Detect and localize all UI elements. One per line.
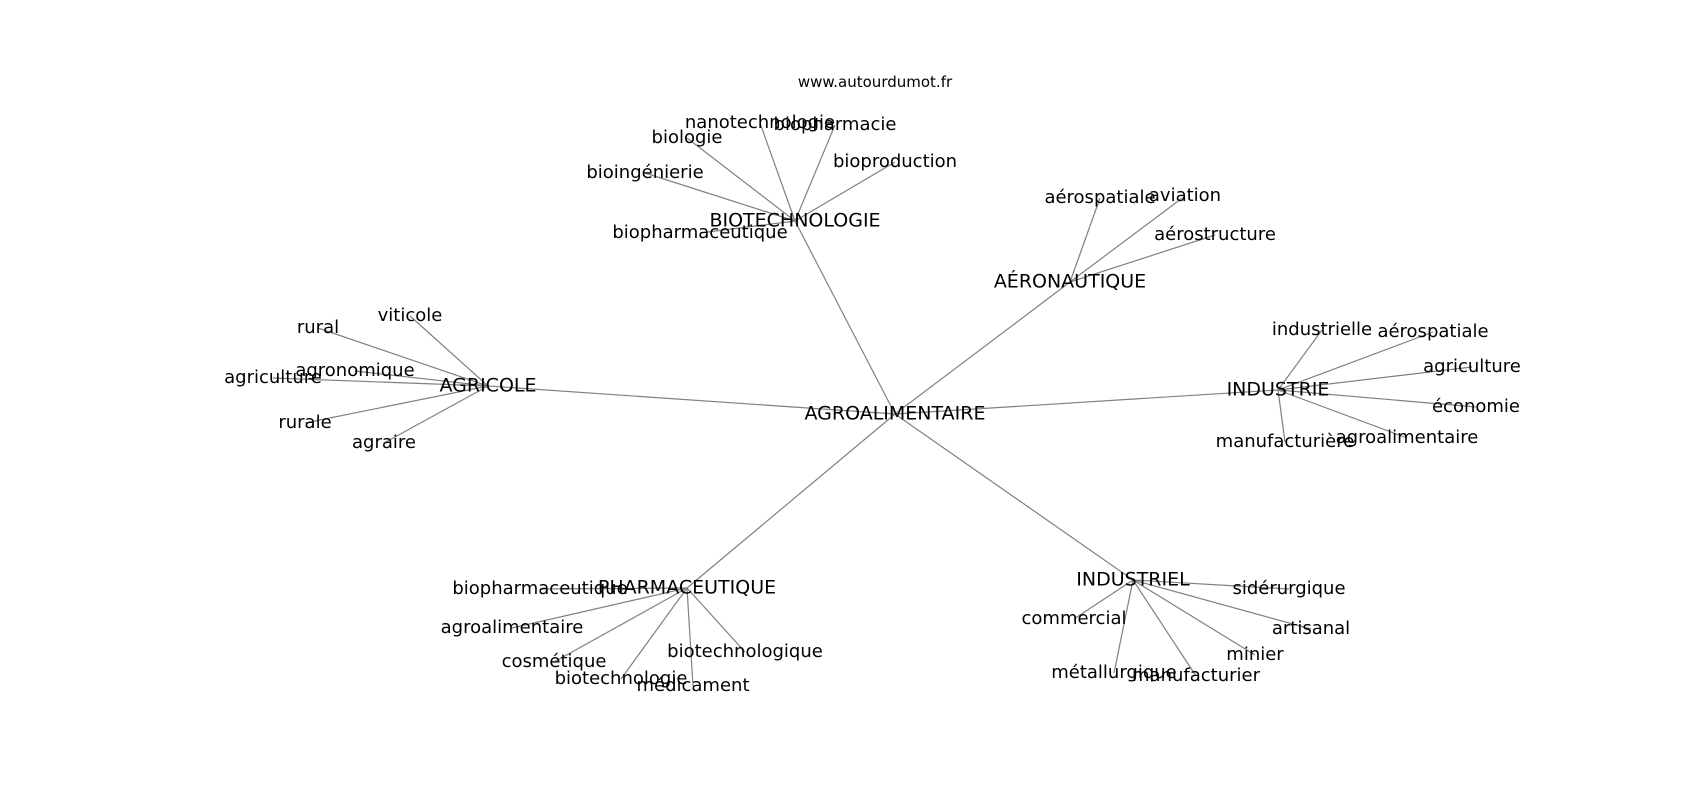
leaf-node-label: viticole <box>378 305 443 326</box>
edge-hub-to-leaf <box>1277 331 1434 391</box>
edge-center-to-hub <box>794 220 896 415</box>
hub-node-label: INDUSTRIEL <box>1076 569 1190 591</box>
leaf-node-label: agronomique <box>295 360 414 381</box>
credit-text: www.autourdumot.fr <box>798 73 953 91</box>
leaf-node-label: agraire <box>352 432 416 453</box>
edge-hub-to-leaf <box>553 587 688 663</box>
edge-hub-to-leaf <box>1277 389 1408 439</box>
hub-node-label: AÉRONAUTIQUE <box>994 270 1146 293</box>
graph-labels: www.autourdumot.fr AGROALIMENTAIRE BIOTEC… <box>224 73 1521 696</box>
edge-hub-to-leaf <box>1132 579 1197 677</box>
edge-center-to-hub <box>487 385 896 415</box>
edge-hub-to-leaf <box>511 587 688 629</box>
edge-hub-to-leaf <box>686 587 694 687</box>
edge-hub-to-leaf <box>1069 234 1216 283</box>
edge-hub-to-leaf <box>539 587 688 590</box>
leaf-node-label: manufacturier <box>1132 665 1261 686</box>
edge-center-to-hub <box>686 413 896 589</box>
leaf-node-label: agriculture <box>224 367 322 388</box>
leaf-node-label: aviation <box>1149 185 1221 206</box>
edge-hub-to-leaf <box>794 124 836 222</box>
leaf-node-label: rural <box>297 317 339 338</box>
edge-hub-to-leaf <box>272 377 489 387</box>
leaf-node-label: biotechnologie <box>555 668 688 689</box>
edge-hub-to-leaf <box>1277 329 1323 391</box>
edge-hub-to-leaf <box>1132 579 1312 630</box>
leaf-node-label: aérospatiale <box>1377 321 1488 342</box>
leaf-node-label: agroalimentaire <box>1336 427 1479 448</box>
leaf-node-label: économie <box>1432 396 1520 417</box>
leaf-node-label: artisanal <box>1272 618 1350 639</box>
leaf-node-label: aérostructure <box>1154 224 1276 245</box>
leaf-node-label: bioproduction <box>833 151 957 172</box>
edge-hub-to-leaf <box>1069 197 1101 283</box>
leaf-node-label: agriculture <box>1423 356 1521 377</box>
leaf-node-label: biopharmaceutique <box>612 222 787 243</box>
center-node-label: AGROALIMENTAIRE <box>805 403 986 425</box>
leaf-node-label: bioingénierie <box>586 162 703 183</box>
leaf-node-label: manufacturière <box>1216 431 1355 452</box>
edge-hub-to-leaf <box>317 327 489 387</box>
leaf-node-label: agroalimentaire <box>441 617 584 638</box>
leaf-node-label: biopharmacie <box>774 114 897 135</box>
edge-center-to-hub <box>894 413 1134 581</box>
leaf-node-label: sidérurgique <box>1232 578 1345 599</box>
edge-hub-to-leaf <box>1132 579 1290 590</box>
edge-hub-to-leaf <box>1277 389 1477 408</box>
leaf-node-label: aérospatiale <box>1044 187 1155 208</box>
leaf-node-label: cosmétique <box>502 651 607 672</box>
edge-hub-to-leaf <box>354 370 489 387</box>
edge-hub-to-leaf <box>1113 579 1134 674</box>
hub-node-label: INDUSTRIE <box>1227 379 1330 401</box>
edge-hub-to-leaf <box>1277 389 1286 443</box>
edge-hub-to-leaf <box>409 315 489 387</box>
edge-hub-to-leaf <box>759 122 796 222</box>
edge-hub-to-leaf <box>1277 366 1473 391</box>
edge-hub-to-leaf <box>794 161 896 222</box>
edge-hub-to-leaf <box>686 587 746 653</box>
hub-node-label: PHARMACEUTIQUE <box>598 577 776 599</box>
leaf-node-label: commercial <box>1022 608 1127 629</box>
leaf-node-label: médicament <box>636 675 749 696</box>
hub-node-label: BIOTECHNOLOGIE <box>709 210 880 232</box>
leaf-node-label: métallurgique <box>1051 662 1177 683</box>
edge-center-to-hub <box>894 389 1279 415</box>
leaf-node-label: biologie <box>652 127 723 148</box>
leaf-node-label: nanotechnologie <box>685 112 835 133</box>
leaf-node-label: rurale <box>278 412 331 433</box>
edge-hub-to-leaf <box>304 385 489 424</box>
edge-hub-to-leaf <box>699 220 796 234</box>
edge-hub-to-leaf <box>644 172 796 222</box>
edge-center-to-hub <box>894 281 1071 415</box>
edge-hub-to-leaf <box>686 137 796 222</box>
edge-hub-to-leaf <box>1132 579 1256 656</box>
edge-hub-to-leaf <box>1073 579 1134 620</box>
graph-edges <box>272 122 1477 687</box>
leaf-node-label: biopharmaceutique <box>452 578 627 599</box>
edge-hub-to-leaf <box>1069 195 1186 283</box>
edge-hub-to-leaf <box>620 587 688 680</box>
leaf-node-label: biotechnologique <box>667 641 823 662</box>
edge-hub-to-leaf <box>383 385 489 444</box>
leaf-node-label: minier <box>1226 644 1284 665</box>
leaf-node-label: industrielle <box>1272 319 1372 340</box>
hub-node-label: AGRICOLE <box>439 375 536 397</box>
